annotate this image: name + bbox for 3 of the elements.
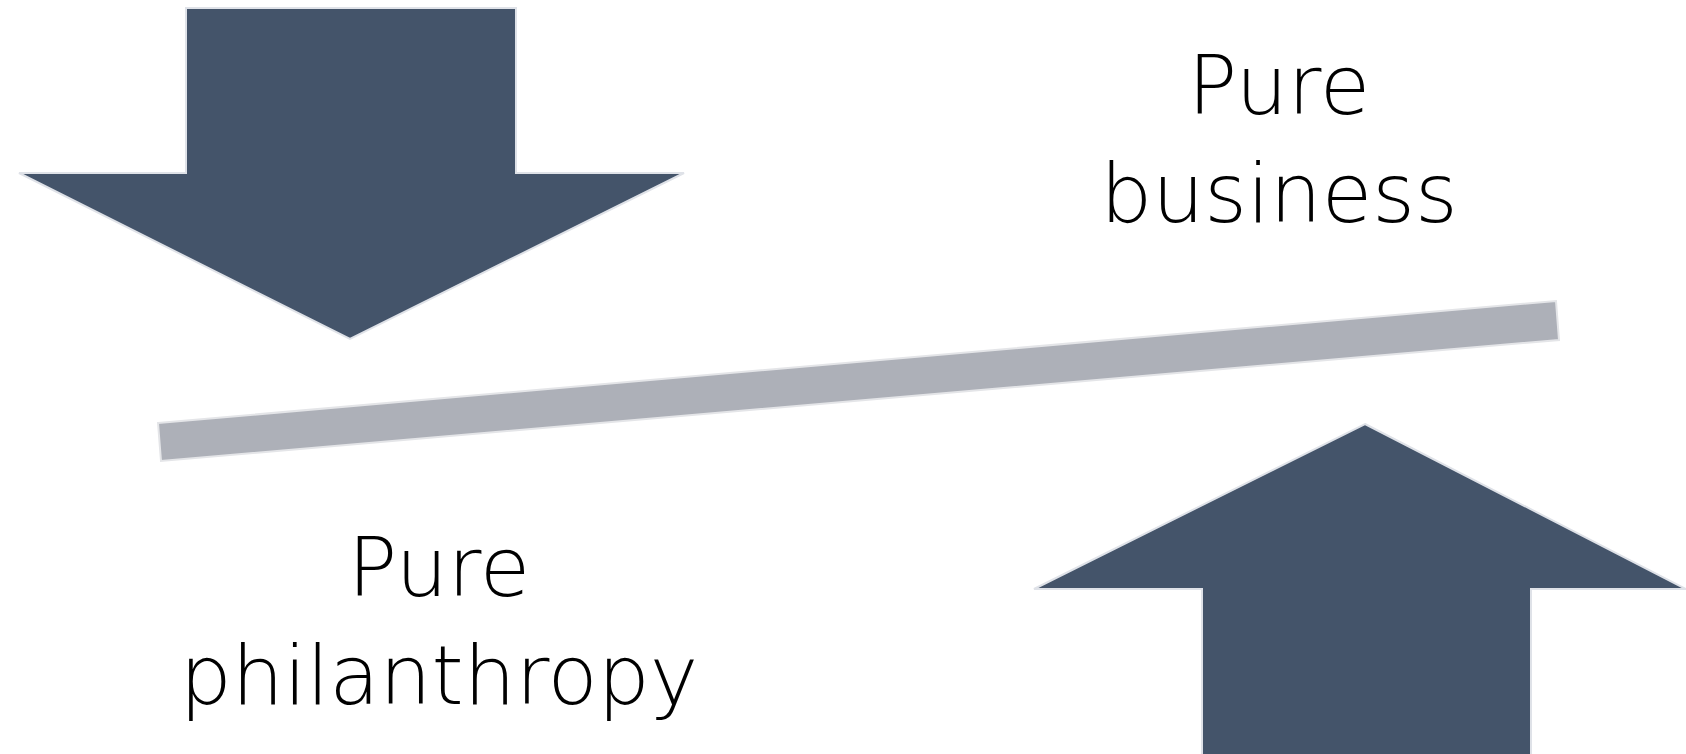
- seesaw-beam: [156, 299, 1561, 463]
- scale-label: Pure philanthropy: [178, 519, 700, 725]
- scale-label: Pure business: [1099, 37, 1459, 243]
